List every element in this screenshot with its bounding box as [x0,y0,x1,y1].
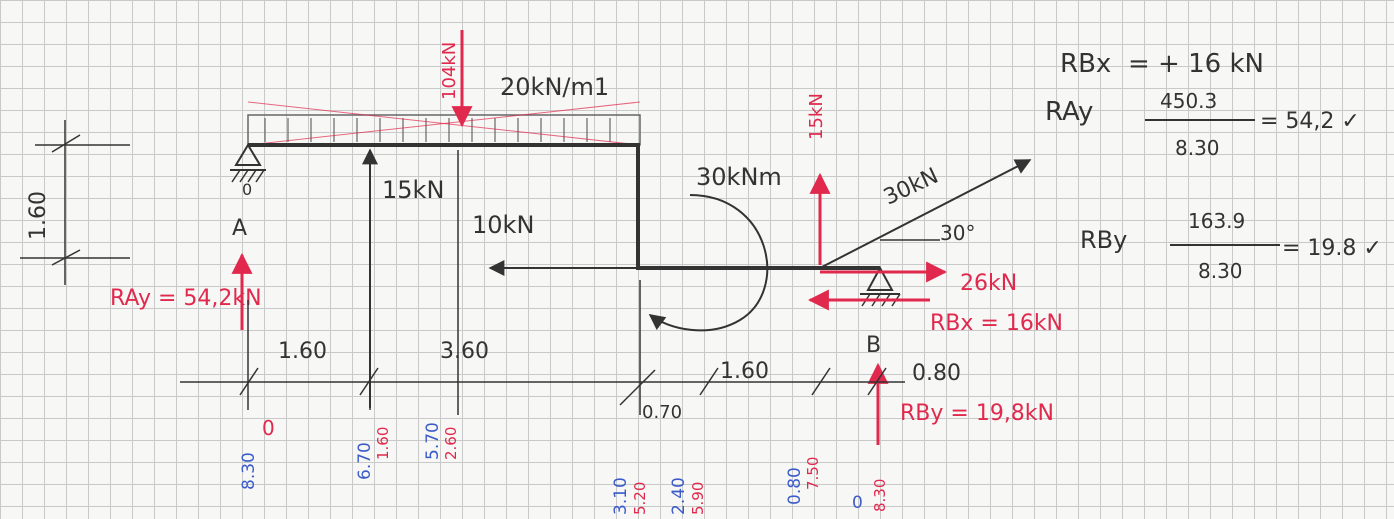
angle-label: 30° [940,221,975,245]
pos-5-70: 5.70 [423,422,443,460]
horizontal-component-label: 26kN [960,271,1017,296]
dim-0-70-label: 0.70 [642,402,682,423]
pos-5-20: 5.20 [631,482,649,515]
pos-0-a: 0 [262,416,275,440]
moment-label: 30kNm [696,163,782,191]
ray-eq-num: 450.3 [1160,89,1217,113]
inclined-load-label: 30kN [880,164,942,211]
support-a [230,143,266,183]
rby-eq-den: 8.30 [1198,259,1243,283]
height-dimension-label: 1.60 [26,191,51,240]
pos-7-50: 7.50 [804,457,822,490]
rby-eq-lhs: RBy [1080,226,1127,254]
support-b-label: B [866,333,881,358]
dim-1-60-label: 1.60 [278,339,327,364]
dim-0-80-label: 0.80 [912,361,961,386]
rbx-eq-rhs: = + 16 kN [1128,49,1264,79]
pos-0-80: 0.80 [785,467,805,505]
pos-0-b: 0 [852,493,863,513]
pos-2-40: 2.40 [669,477,689,515]
pos-5-90: 5.90 [689,482,707,515]
rbx-eq-lhs: RBx [1060,49,1111,79]
rby-reaction-label: RBy = 19,8kN [900,401,1054,426]
ray-reaction-label: RAy = 54,2kN [110,286,262,311]
span-dimension [180,150,905,415]
resultant-label: 104kN [439,42,460,100]
pos-2-60: 2.60 [442,427,460,460]
dim-3-60-label: 3.60 [440,339,489,364]
rbx-reaction-label: RBx = 16kN [930,311,1063,336]
support-a-label: A [232,216,247,241]
dim-1-60b-label: 1.60 [720,359,769,384]
support-a-mark: 0 [242,180,252,199]
inclined-load-arrow [819,159,1032,269]
horizontal-load-label: 10kN [472,211,534,239]
rby-eq-num: 163.9 [1188,209,1245,233]
pos-8-30-a: 8.30 [239,452,259,490]
distributed-load [247,101,641,146]
vertical-load-label: 15kN [806,93,827,140]
ray-eq-lhs: RAy [1045,97,1093,127]
pos-6-70: 6.70 [355,442,375,480]
ray-eq-den: 8.30 [1175,136,1220,160]
point-load-label: 15kN [382,176,444,204]
rby-eq-result: = 19.8 ✓ [1282,236,1382,261]
height-dimension [20,120,130,285]
ray-eq-result: = 54,2 ✓ [1260,109,1360,134]
beam [248,143,880,270]
distributed-load-label: 20kN/m1 [500,73,609,101]
moment-arc [648,194,769,332]
pos-1-60: 1.60 [374,427,392,460]
pos-3-10: 3.10 [611,477,631,515]
pos-8-30-b: 8.30 [871,479,889,512]
